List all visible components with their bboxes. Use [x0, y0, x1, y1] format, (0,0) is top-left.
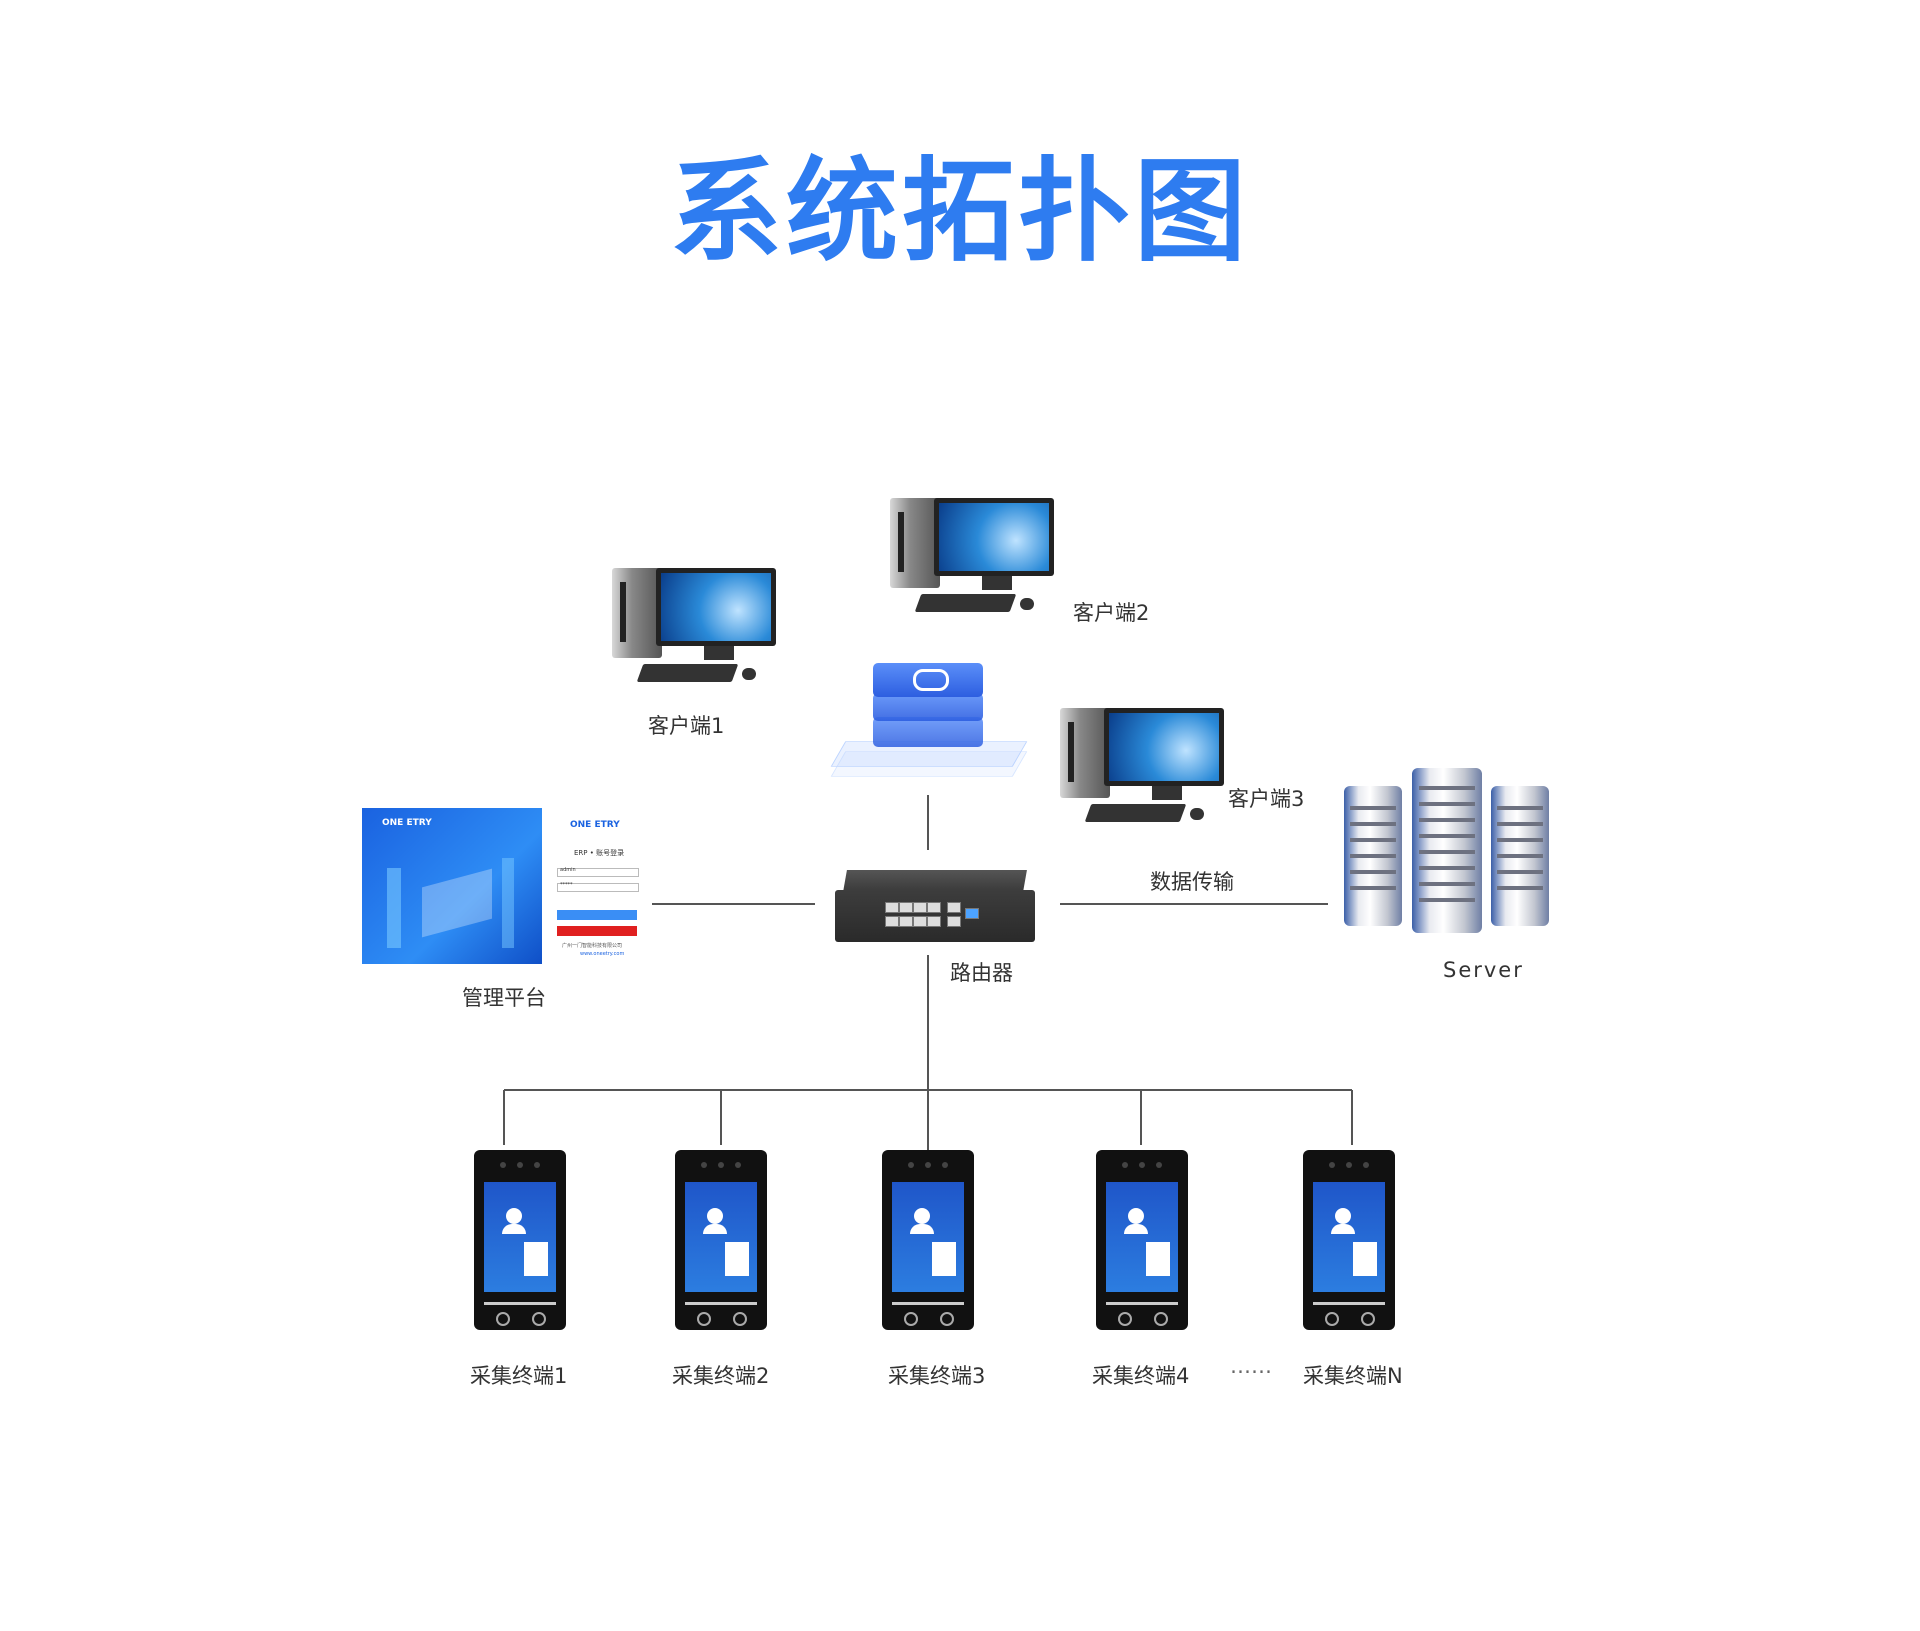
terminal-1-device — [474, 1150, 566, 1330]
terminal-3-device — [882, 1150, 974, 1330]
client2-label: 客户端2 — [1073, 601, 1150, 625]
management-banner-image: ONE ETRY — [362, 808, 542, 964]
management-platform-screenshot: ONE ETRY ONE ETRY ERP • 账号登录 admin *****… — [362, 808, 652, 966]
password-field: ***** — [557, 882, 639, 892]
page-title: 系统拓扑图 — [670, 147, 1250, 277]
login-brand: ONE ETRY — [570, 820, 620, 830]
banner-brand: ONE ETRY — [382, 818, 432, 828]
login-title: ERP • 账号登录 — [574, 849, 625, 857]
router-icon — [835, 870, 1035, 942]
terminal-2-device — [675, 1150, 767, 1330]
server-rack-icon — [1344, 768, 1549, 933]
client1-label: 客户端1 — [648, 714, 725, 738]
terminal-3-label: 采集终端3 — [888, 1364, 986, 1388]
client1-computer-icon — [612, 568, 782, 698]
terminal-4-label: 采集终端4 — [1092, 1364, 1190, 1388]
terminal-4-device — [1096, 1150, 1188, 1330]
cloud-platform-icon — [828, 655, 1028, 780]
client3-computer-icon — [1060, 708, 1230, 838]
username-value: admin — [560, 867, 576, 873]
password-value: ***** — [560, 882, 573, 888]
company-text: 广州一门智能科技有限公司 — [562, 943, 623, 949]
website-text: www.oneetry.com — [580, 951, 625, 957]
terminal-1-label: 采集终端1 — [470, 1364, 568, 1388]
router-label: 路由器 — [950, 961, 1013, 985]
terminal-n-device — [1303, 1150, 1395, 1330]
server-label: Server — [1443, 958, 1524, 982]
terminal-2-label: 采集终端2 — [672, 1364, 770, 1388]
management-label: 管理平台 — [462, 986, 546, 1010]
login-button — [557, 910, 637, 920]
terminal-n-label: 采集终端N — [1303, 1364, 1403, 1388]
cancel-button — [557, 926, 637, 936]
username-field: admin — [557, 867, 639, 877]
client3-label: 客户端3 — [1228, 787, 1305, 811]
client2-computer-icon — [890, 498, 1060, 628]
terminal-ellipsis: …… — [1230, 1354, 1272, 1378]
data-transfer-label: 数据传输 — [1150, 870, 1234, 894]
